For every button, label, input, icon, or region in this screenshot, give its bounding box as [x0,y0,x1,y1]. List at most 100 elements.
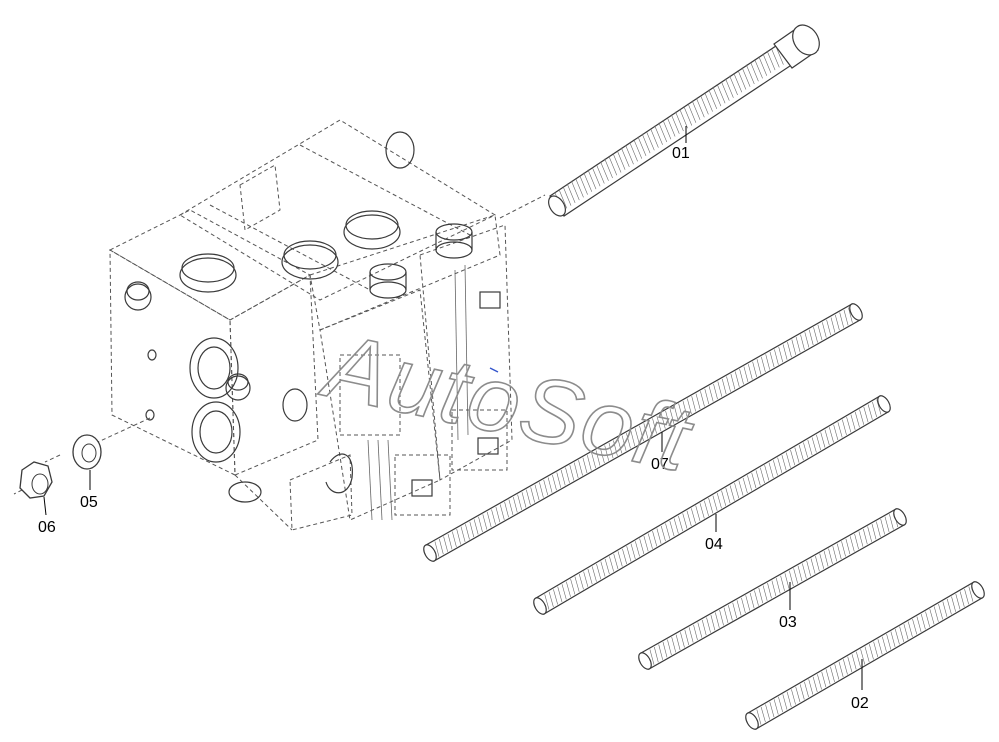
thread-line [752,361,757,378]
thread-line [710,614,716,631]
thread-line [916,616,922,632]
thread-line [808,679,814,695]
thread-line [925,611,930,627]
solenoid-knob-rear [435,223,473,259]
top-plug-3 [343,210,401,250]
thread-line [700,95,709,115]
thread-line [839,312,844,328]
tie-rod-04 [533,395,891,615]
thread-line [933,606,939,622]
thread-line [782,694,788,710]
thread-line [742,477,748,494]
thread-line [946,598,952,615]
thread-line [942,601,948,617]
thread-line [587,455,592,471]
thread-line [669,520,675,537]
thread-line [819,553,825,569]
thread-line [754,59,763,79]
thread-line [578,574,584,590]
thread-line [674,405,679,422]
thread-line [829,427,834,443]
thread-line [830,317,836,333]
thread-line [822,322,827,338]
thread-line [486,511,492,528]
thread-line [708,498,714,514]
thread-line [760,467,765,484]
thread-line [587,169,597,190]
thread-line [704,92,713,112]
thread-line [667,639,672,655]
thread-line [871,523,877,540]
thread-line [807,439,813,456]
thread-line [782,344,788,360]
thread-line [817,324,823,341]
thread-line [734,371,740,387]
thread-line [719,610,724,626]
thread-line [889,514,894,530]
thread-line [443,536,448,552]
top-plug-2 [281,240,339,280]
thread-line [725,78,734,98]
thread-line [544,594,550,610]
thread-line [737,70,747,90]
thread-line [773,460,778,476]
callout-05: 05 [80,494,98,511]
thread-line [566,183,576,204]
thread-line [639,538,645,554]
thread-line [662,641,668,658]
thread-line [604,158,613,179]
thread-line [680,632,685,648]
thread-line [748,364,753,380]
thread-line [774,349,779,365]
thread-line [858,531,864,547]
thread-line [641,133,651,154]
thread-line [701,619,707,636]
thread-line [696,97,705,118]
thread-line [682,513,688,529]
end-fitting [124,281,152,311]
thread-line [736,600,742,616]
thread-line [841,541,846,557]
thread-line [867,404,873,420]
thread-line [612,153,622,173]
thread-line [854,533,859,550]
thread-line [587,568,593,585]
thread-line [880,519,885,535]
thread-line [843,659,848,675]
thread-line [699,503,705,519]
thread-line [808,329,814,346]
thread-line [562,186,572,206]
thread-line [499,504,505,520]
thread-line [826,319,831,336]
relief-knob [225,373,251,401]
thread-line [613,553,619,570]
thread-line [886,634,892,650]
thread-line [739,369,744,385]
side-port-small [282,388,308,422]
thread-line [460,526,466,542]
thread-line [513,497,518,513]
thread-line [665,523,671,539]
thread-line [903,624,909,640]
thread-line [828,548,833,564]
thread-line [561,584,567,600]
thread-line [869,644,874,660]
thread-line [656,528,662,544]
leader-lines [43,126,863,690]
thread-line [877,639,883,655]
thread-line [725,487,731,504]
thread-line [666,117,676,137]
thread-line [907,621,913,637]
thread-line [830,666,835,683]
thread-line [600,561,606,577]
thread-line [637,136,647,157]
thread-line [873,641,879,657]
thread-line [643,423,649,439]
thread-line [575,177,584,198]
thread-line [767,582,772,599]
thread-line [517,494,522,510]
thread-line [716,493,722,509]
thread-line [665,410,670,427]
thread-line [899,626,905,642]
thread-line [583,172,593,192]
